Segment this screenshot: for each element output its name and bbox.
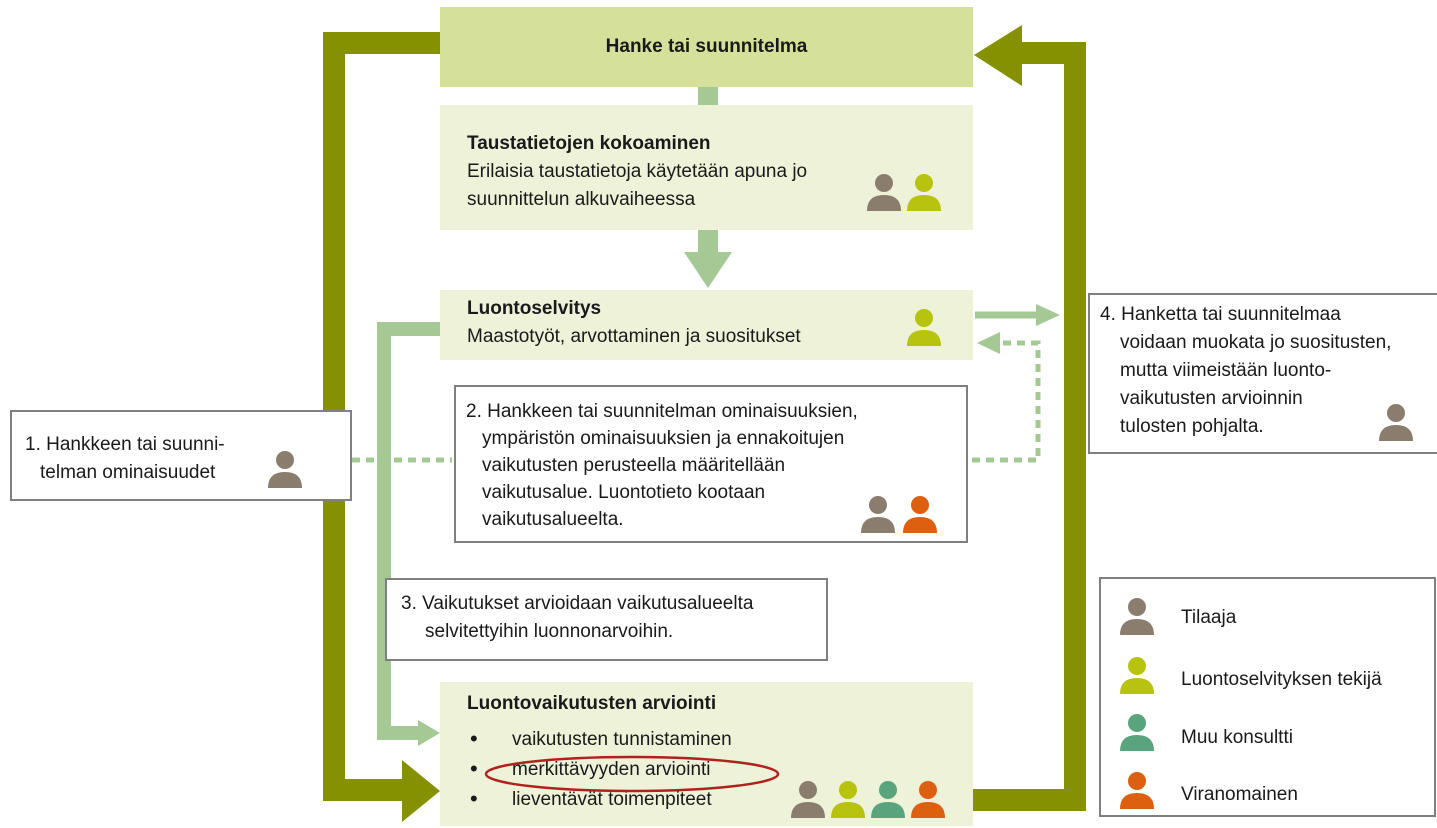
- impact-assessment-title: Luontovaikutusten arviointi: [467, 693, 717, 714]
- nature-survey-title: Luontoselvitys: [467, 298, 602, 319]
- assessment-item-mitigation: lieventävät toimenpiteet: [470, 786, 732, 813]
- person-tilaaja-icon: [268, 451, 302, 488]
- survey-to-assessment-line: [377, 322, 440, 740]
- background-info-title: Taustatietojen kokoaminen: [467, 133, 711, 154]
- person-tekija-icon: [907, 174, 941, 211]
- legend-tilaaja-label: Tilaaja: [1181, 607, 1237, 628]
- step1-line2: telman ominaisuudet: [40, 462, 216, 483]
- legend-konsultti-icon: [1120, 714, 1154, 751]
- project-header-box: Hanke tai suunnitelma: [440, 7, 973, 87]
- step2-box: 2. Hankkeen tai suunnitelman ominaisuuks…: [454, 385, 968, 543]
- highlight-ellipse: [484, 755, 780, 793]
- person-tilaaja-icon: [867, 174, 901, 211]
- person-konsultti-icon: [871, 781, 905, 818]
- person-viranomainen-icon: [911, 781, 945, 818]
- step1-box: 1. Hankkeen tai suunni- telman ominaisuu…: [10, 410, 352, 501]
- step4-line4: vaikutusten arvioinnin: [1120, 388, 1303, 409]
- legend-konsultti-label: Muu konsultti: [1181, 727, 1293, 748]
- person-tekija-icon: [907, 309, 941, 346]
- legend-box: Tilaaja Luontoselvityksen tekijä Muu kon…: [1099, 577, 1436, 817]
- background-info-box: Taustatietojen kokoaminen Erilaisia taus…: [440, 105, 973, 230]
- person-viranomainen-icon: [903, 496, 937, 533]
- assessment-item-significance: merkittävyyden arviointi: [470, 756, 732, 783]
- impact-assessment-box: Luontovaikutusten arviointi vaikutusten …: [440, 682, 973, 826]
- step2-line1: 2. Hankkeen tai suunnitelman ominaisuuks…: [466, 401, 858, 422]
- legend-tilaaja-icon: [1120, 598, 1154, 635]
- step2-line4: vaikutusalue. Luontotieto kootaan: [482, 482, 766, 503]
- project-header-title: Hanke tai suunnitelma: [605, 36, 808, 57]
- step1-line1: 1. Hankkeen tai suunni-: [25, 434, 225, 455]
- arrow-background-to-survey-shaft: [698, 230, 718, 252]
- nature-survey-box: Luontoselvitys Maastotyöt, arvottaminen …: [440, 290, 973, 360]
- impact-assessment-list: vaikutusten tunnistaminen merkittävyyden…: [470, 726, 732, 813]
- step4-line1: 4. Hanketta tai suunnitelmaa: [1100, 304, 1341, 325]
- step2-line5: vaikutusalueelta.: [482, 509, 624, 530]
- step4-line3: mutta viimeistään luonto-: [1120, 360, 1332, 381]
- nature-survey-line1: Maastotyöt, arvottaminen ja suositukset: [467, 326, 801, 347]
- legend-tekija-label: Luontoselvityksen tekijä: [1181, 669, 1382, 690]
- olive-loop-left-head: [402, 760, 440, 822]
- step4-line2: voidaan muokata jo suositusten,: [1120, 332, 1392, 353]
- person-tilaaja-icon: [861, 496, 895, 533]
- step4-box: 4. Hanketta tai suunnitelmaa voidaan muo…: [1088, 293, 1437, 454]
- step3-line2: selvitettyihin luonnonarvoihin.: [425, 621, 674, 642]
- person-tilaaja-icon: [791, 781, 825, 818]
- arrow-background-to-survey-head: [684, 252, 732, 288]
- person-tilaaja-icon: [1379, 404, 1413, 441]
- olive-loop-right: [972, 42, 1086, 811]
- assessment-item-identify: vaikutusten tunnistaminen: [470, 726, 732, 753]
- survey-to-step4-head: [1036, 304, 1060, 326]
- person-tekija-icon: [831, 781, 865, 818]
- legend-viranomainen-icon: [1120, 772, 1154, 809]
- background-info-line2: suunnittelun alkuvaiheessa: [467, 189, 696, 210]
- connector-top-to-background: [698, 86, 718, 106]
- step2-to-survey-dotted: [972, 340, 1041, 463]
- background-info-line1: Erilaisia taustatietoja käytetään apuna …: [467, 161, 808, 182]
- step3-box: 3. Vaikutukset arvioidaan vaikutusalueel…: [385, 578, 828, 661]
- step4-line5: tulosten pohjalta.: [1120, 416, 1264, 437]
- step2-to-survey-dotted-head: [977, 332, 1000, 354]
- legend-viranomainen-label: Viranomainen: [1181, 784, 1298, 805]
- step2-line2: ympäristön ominaisuuksien ja ennakoituje…: [482, 428, 845, 449]
- legend-tekija-icon: [1120, 657, 1154, 694]
- step3-line1: 3. Vaikutukset arvioidaan vaikutusalueel…: [401, 593, 754, 614]
- step2-line3: vaikutusten perusteella määritellään: [482, 455, 786, 476]
- survey-to-assessment-head: [418, 720, 440, 746]
- olive-loop-right-head: [974, 25, 1022, 86]
